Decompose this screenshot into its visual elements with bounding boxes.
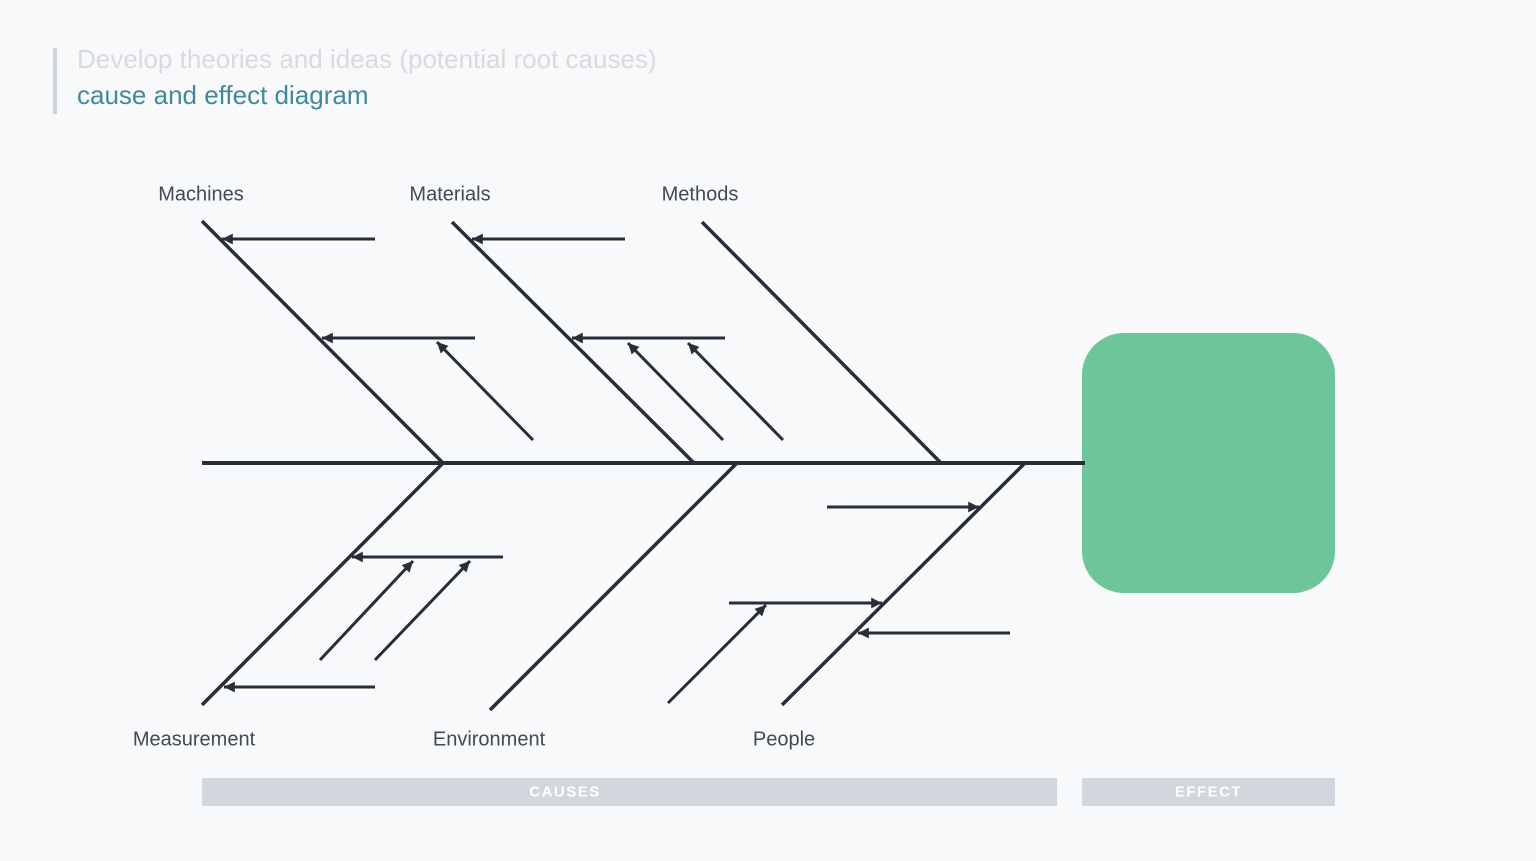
people-bone bbox=[780, 461, 1027, 707]
category-label-environment: Environment bbox=[432, 728, 546, 751]
category-label-people: People bbox=[752, 728, 816, 751]
machines-sub-arrow-diagonal bbox=[435, 340, 535, 442]
category-label-materials: Materials bbox=[409, 183, 491, 206]
slide-subtitle: Develop theories and ideas (potential ro… bbox=[77, 44, 657, 74]
people-sub-arrow-diagonal bbox=[666, 603, 768, 705]
methods-bone bbox=[700, 220, 943, 465]
measurement-bone bbox=[200, 461, 445, 707]
materials-sub-arrow-diagonal-2 bbox=[686, 341, 785, 442]
measurement-sub-arrow-diagonal-2 bbox=[373, 559, 472, 662]
measurement-sub-arrow-diagonal-1 bbox=[318, 559, 415, 662]
category-label-machines: Machines bbox=[158, 183, 244, 206]
page-title: cause and effect diagram bbox=[77, 80, 369, 110]
machines-bone bbox=[200, 219, 445, 465]
category-label-measurement: Measurement bbox=[132, 728, 256, 751]
effect-bar-label: EFFECT bbox=[1174, 783, 1243, 801]
materials-sub-arrow-diagonal-1 bbox=[626, 341, 725, 442]
causes-bar-label: CAUSES bbox=[529, 783, 601, 801]
materials-bone bbox=[450, 220, 696, 465]
effect-box bbox=[1082, 333, 1335, 593]
causes-bar: CAUSES bbox=[202, 778, 1057, 806]
category-label-methods: Methods bbox=[661, 183, 739, 206]
effect-bar: EFFECT bbox=[1082, 778, 1335, 806]
environment-bone bbox=[488, 461, 739, 712]
header-accent-bar bbox=[53, 48, 57, 114]
